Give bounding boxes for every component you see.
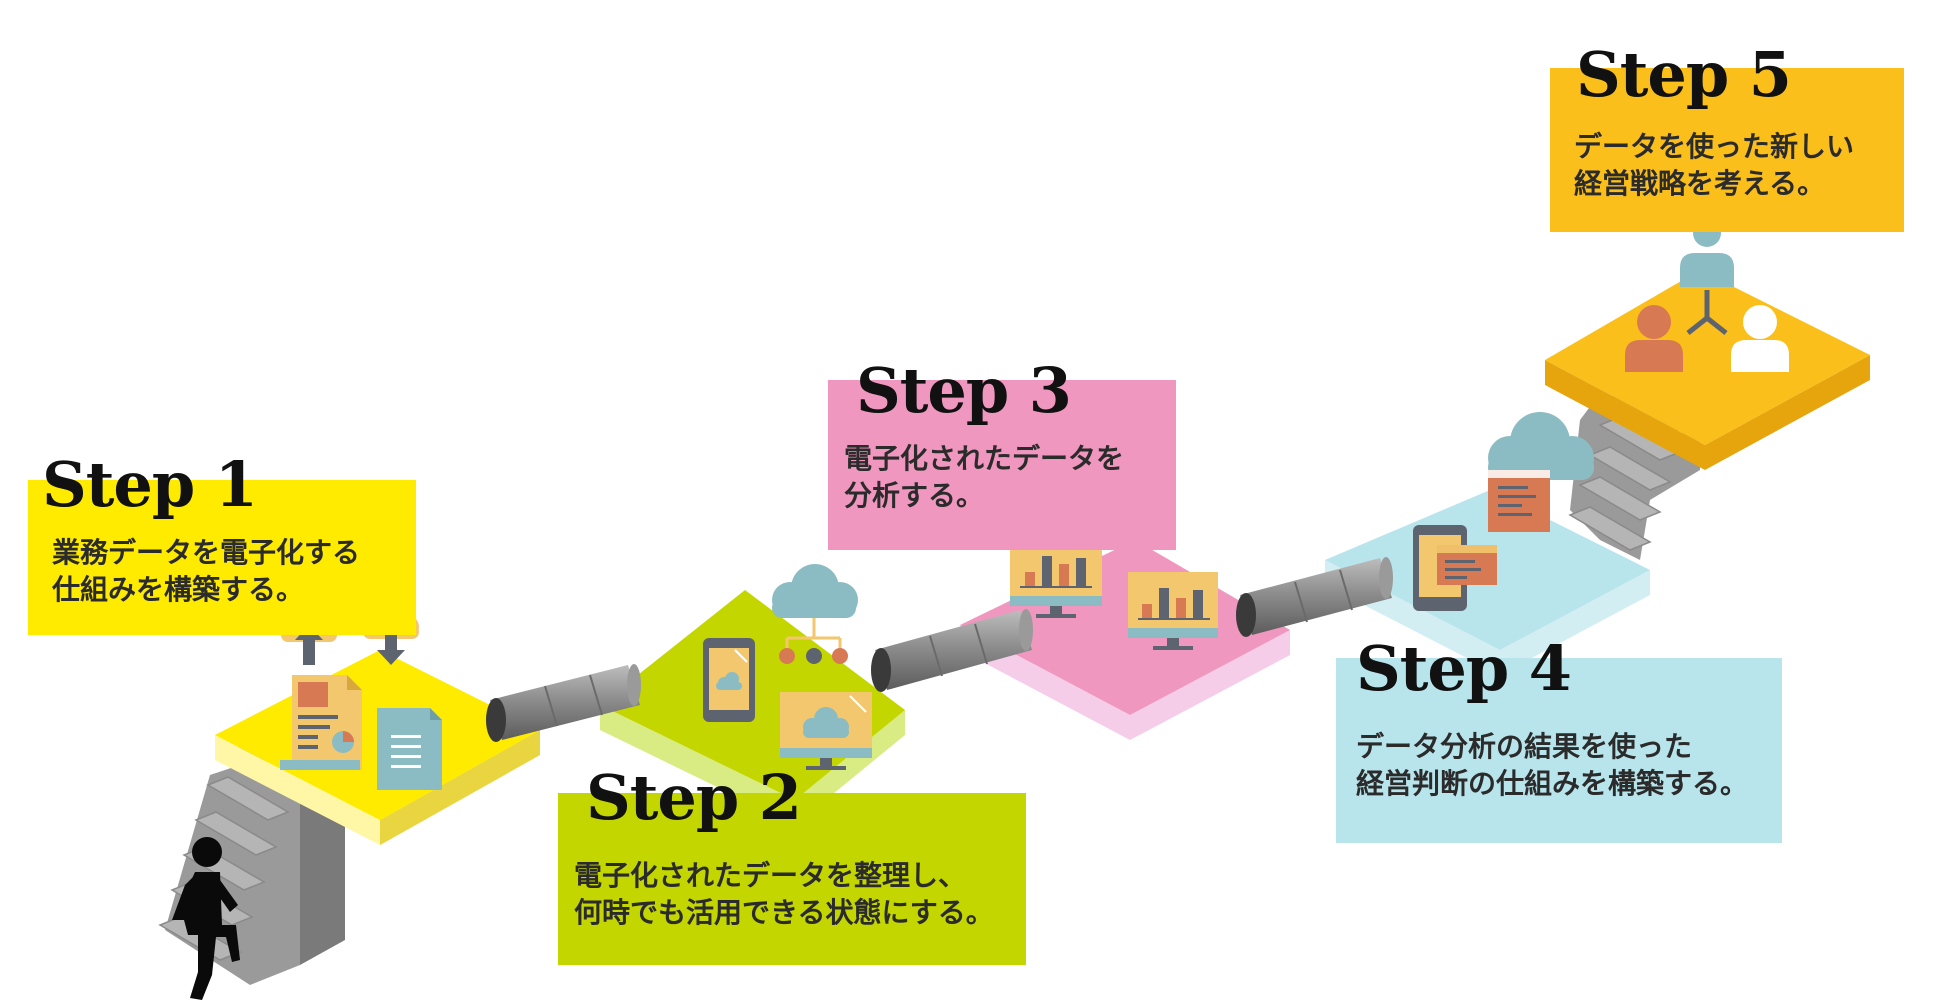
step-3-line-2: 分析する。 — [844, 479, 985, 512]
step-4-line-2: 経営判断の仕組みを構築する。 — [1356, 767, 1749, 800]
step-1-description: 業務データを電子化する 仕組みを構築する。 — [52, 534, 360, 608]
bar-chart-monitor-icon — [1128, 572, 1218, 650]
step-2-description: 電子化されたデータを整理し、 何時でも活用できる状態にする。 — [574, 857, 994, 931]
step-2-box: Step 2 電子化されたデータを整理し、 何時でも活用できる状態にする。 — [558, 767, 1026, 965]
step-2-title: Step 2 — [586, 761, 802, 834]
pipe-connector-icon — [486, 664, 641, 742]
step-4-title: Step 4 — [1356, 632, 1572, 705]
step-3-title: Step 3 — [856, 354, 1072, 427]
bar-chart-monitor-icon — [1010, 540, 1102, 618]
step-1-box: Step 1 業務データを電子化する 仕組みを構築する。 — [28, 454, 416, 635]
step-4-line-1: データ分析の結果を使った — [1356, 730, 1693, 763]
monitor-cloud-icon — [780, 692, 872, 770]
team-hierarchy-icon — [1625, 219, 1789, 372]
walking-person-icon — [172, 837, 240, 1000]
step-1-title: Step 1 — [42, 448, 258, 521]
step-1-line-1: 業務データを電子化する — [52, 536, 361, 569]
step-4-box: Step 4 データ分析の結果を使った 経営判断の仕組みを構築する。 — [1336, 638, 1782, 843]
step-3-description: 電子化されたデータを 分析する。 — [844, 440, 1124, 514]
step-3-box: Step 3 電子化されたデータを 分析する。 — [828, 360, 1176, 550]
step-5-box: Step 5 データを使った新しい 経営戦略を考える。 — [1550, 44, 1904, 232]
cloud-document-icon — [1488, 412, 1594, 532]
step-2-line-2: 何時でも活用できる状態にする。 — [574, 896, 994, 929]
step-3-line-1: 電子化されたデータを — [844, 442, 1125, 475]
step-5-description: データを使った新しい 経営戦略を考える。 — [1574, 128, 1854, 202]
pipe-connector-icon — [871, 609, 1033, 692]
step-5-title: Step 5 — [1576, 38, 1792, 111]
step-1-line-2: 仕組みを構築する。 — [52, 573, 305, 606]
report-document-icon — [280, 675, 362, 770]
step-2-line-1: 電子化されたデータを整理し、 — [574, 859, 967, 892]
cloud-network-icon — [772, 564, 858, 664]
platform-step-5 — [1545, 270, 1870, 470]
text-document-icon — [377, 708, 442, 790]
phone-document-icon — [1413, 525, 1497, 611]
step-5-line-2: 経営戦略を考える。 — [1574, 167, 1826, 200]
step-4-description: データ分析の結果を使った 経営判断の仕組みを構築する。 — [1356, 728, 1748, 802]
pipe-connector-icon — [1236, 557, 1393, 637]
tablet-icon — [703, 638, 755, 722]
step-5-line-1: データを使った新しい — [1574, 130, 1855, 163]
